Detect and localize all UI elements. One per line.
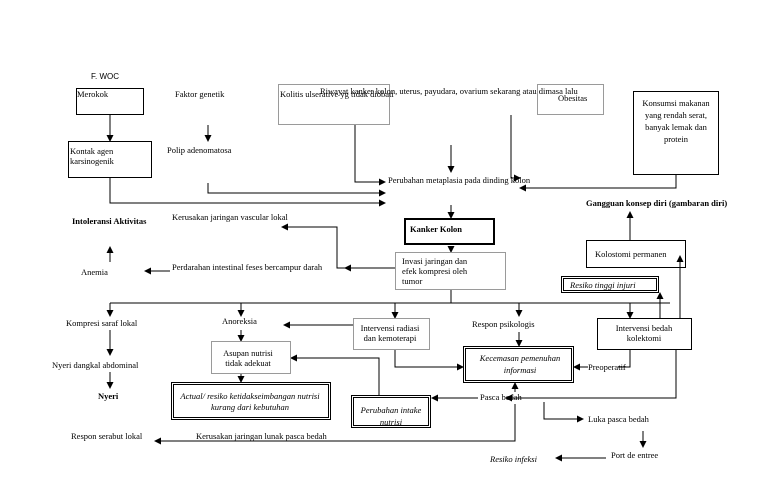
arrow-polip-perubahan: [207, 183, 386, 197]
arrow-intake-asupan: [290, 354, 380, 395]
node-kolitis: Kolitis ulserative yg tidak diobati: [280, 89, 394, 99]
arrow-bedah-pasca: [505, 350, 677, 402]
node-kontak-agen: Kontak agen karsinogenik: [70, 146, 114, 166]
node-merokok-box: [76, 88, 144, 115]
node-intervensi-radiasi-box: [353, 318, 430, 350]
node-preoperatif: Preoperatif: [588, 362, 626, 372]
arrow-obesitas-perubahan: [510, 115, 521, 182]
node-obesitas-box: [537, 84, 604, 115]
node-actual-resiko-box: [171, 382, 331, 420]
node-kanker-kolon-box: [404, 218, 495, 245]
node-kecemasan-box: [463, 346, 574, 383]
node-perubahan-intake: Perubahan intake nutrisi: [360, 405, 422, 427]
arrow-bedah-preoperatif: [618, 350, 631, 368]
node-intoleransi: Intoleransi Aktivitas: [72, 216, 147, 226]
node-polip: Polip adenomatosa: [167, 145, 232, 155]
node-intervensi-bedah-box: [597, 318, 692, 350]
node-actual-resiko: Actual/ resiko ketidakseimbangan nutrisi…: [180, 391, 320, 412]
node-resiko-injuri: Resiko tinggi injuri: [570, 280, 636, 290]
node-respon-serabut: Respon serabut lokal: [71, 431, 143, 441]
node-perubahan-intake-box: [351, 395, 431, 428]
node-perdarahan: Perdarahan intestinal feses bercampur da…: [172, 262, 323, 272]
node-kolostomi-box: [586, 240, 686, 268]
node-resiko-injuri-box: [561, 276, 659, 293]
arrow-pasca-kerusakan: [154, 404, 516, 445]
arrow-kolitis-perubahan: [354, 125, 386, 186]
node-intervensi-bedah: Intervensi bedah kolektomi: [615, 323, 673, 343]
node-faktor-genetik: Faktor genetik: [175, 89, 225, 99]
node-kompresi-saraf: Kompresi saraf lokal: [66, 318, 138, 328]
node-port-de-entree: Port de entree: [611, 450, 659, 460]
node-asupan-nutrisi-box: [211, 341, 291, 374]
node-kanker-kolon: Kanker Kolon: [410, 224, 463, 234]
node-kolostomi-permanen: Kolostomi permanen: [595, 249, 667, 259]
node-invasi-box: [395, 252, 506, 290]
arrow-radiasi-kecemasan: [394, 350, 464, 371]
node-anemia: Anemia: [81, 267, 108, 277]
node-luka-pasca-bedah: Luka pasca bedah: [588, 414, 649, 424]
node-nyeri: Nyeri: [98, 391, 119, 401]
node-nyeri-dangkal: Nyeri dangkal abdominal: [52, 360, 139, 370]
node-konsumsi-box: [633, 91, 719, 175]
node-konsumsi: Konsumsi makanan yang rendah serat, bany…: [642, 98, 710, 144]
node-pasca-bedah: Pasca bedah: [480, 392, 522, 402]
node-invasi: Invasi jaringan dan efek kompresi oleh t…: [402, 256, 468, 286]
node-riwayat: Riwayat kanker kolon, uterus, payudara, …: [320, 86, 578, 96]
node-resiko-infeksi: Resiko infeksi: [490, 454, 537, 464]
arrow-kontak-perubahan: [109, 178, 386, 207]
node-kolitis-box: [278, 84, 390, 125]
node-asupan-nutrisi: Asupan nutrisi tidak adekuat: [223, 348, 273, 368]
arrow-konsumsi-perubahan: [519, 175, 677, 192]
node-perubahan-metaplasia: Perubahan metaplasia pada dinding kolon: [388, 175, 531, 185]
node-obesitas: Obesitas: [558, 93, 588, 103]
node-kerusakan-vascular: Kerusakan jaringan vascular lokal: [172, 212, 288, 222]
node-kecemasan: Kecemasan pemenuhan informasi: [479, 353, 561, 375]
arrow-pasca-luka: [543, 402, 584, 423]
node-kontak-agen-box: [68, 141, 152, 178]
node-gangguan-konsep-diri: Gangguan konsep diri (gambaran diri): [586, 198, 728, 208]
node-kerusakan-kulit: Kerusakan jaringan lunak pasca bedah: [196, 431, 327, 441]
node-anoreksia: Anoreksia: [222, 316, 257, 326]
node-respon-psikologis: Respon psikologis: [472, 319, 535, 329]
node-merokok: Merokok: [77, 89, 109, 99]
node-intervensi-radiasi: Intervensi radiasi dan kemoterapi: [360, 323, 420, 343]
diagram-title: F. WOC: [91, 72, 119, 81]
